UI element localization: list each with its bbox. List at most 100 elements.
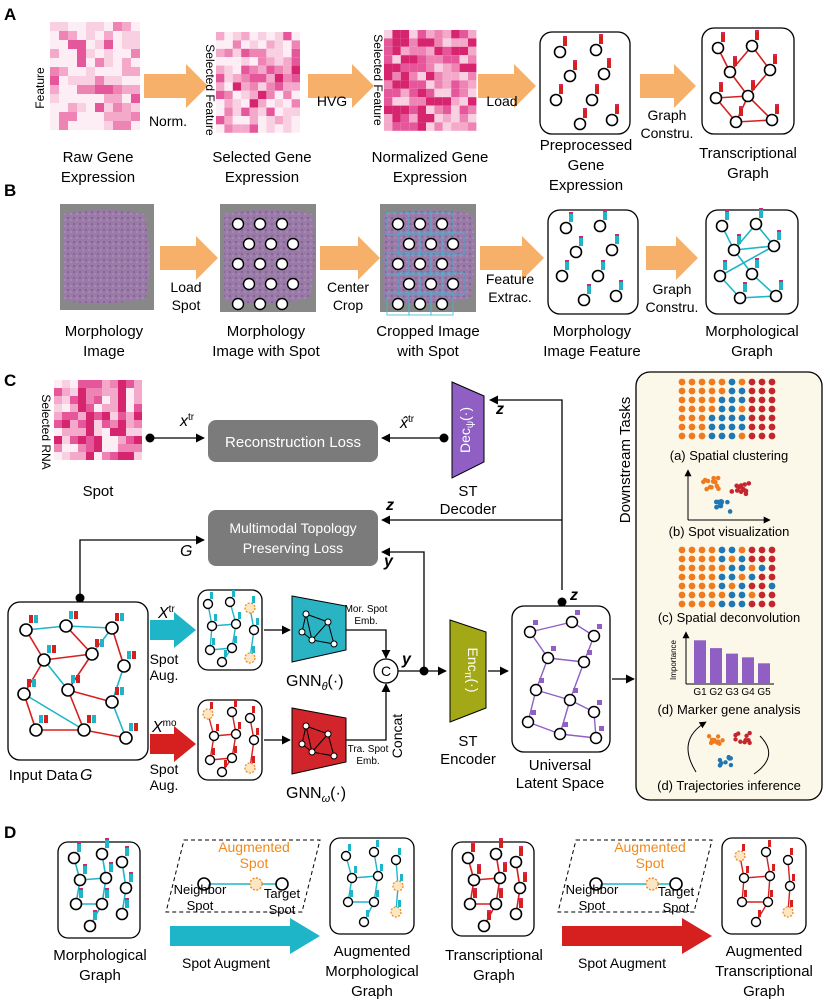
graph-construct-arrow-b <box>646 236 698 280</box>
feature-bar <box>777 232 781 240</box>
heat-cell <box>392 55 401 64</box>
heat-cell <box>134 396 142 404</box>
cluster-dot <box>758 600 766 608</box>
embedding-point <box>716 486 721 492</box>
cluster-dot <box>738 573 746 581</box>
spot-node <box>750 916 762 928</box>
heat-cell <box>274 107 284 116</box>
cluster-dot <box>748 546 756 554</box>
d-neighbor2-2: Spot <box>579 898 606 913</box>
cluster-dot <box>718 555 726 563</box>
heat-cell <box>50 103 59 112</box>
feature-bar <box>350 890 353 897</box>
heat-cell <box>86 112 95 121</box>
cluster-dot <box>738 423 746 431</box>
cluster-dot <box>698 564 706 572</box>
augmented-spot <box>244 652 256 664</box>
heat-cell <box>50 58 59 67</box>
heat-cell <box>442 105 452 114</box>
heat-cell <box>95 85 104 94</box>
heat-cell <box>118 380 126 388</box>
heat-cell <box>266 90 275 100</box>
cluster-dot <box>728 414 736 422</box>
concat-label: Concat <box>389 714 405 758</box>
heat-cell <box>258 32 267 41</box>
heat-cell <box>241 107 250 116</box>
d-aug-morph-1: Augmented <box>334 943 411 960</box>
heat-cell <box>86 420 94 428</box>
feature-bar-top <box>751 80 755 82</box>
xtr-dot <box>145 433 155 443</box>
spot-node <box>230 618 242 630</box>
gnn-theta-graph <box>298 610 338 648</box>
gnn-omega-graph <box>298 722 338 760</box>
feature-bar <box>256 728 259 735</box>
cluster-dot <box>688 573 696 581</box>
cluster-dot <box>678 423 686 431</box>
d-neighbor2-1: Neighbor <box>566 882 619 897</box>
heat-cell <box>283 48 292 58</box>
feature-bar <box>212 748 215 755</box>
heat-cell <box>459 122 468 131</box>
heat-cell <box>68 121 77 130</box>
gnn-edge <box>311 639 335 645</box>
heat-cell <box>451 55 460 64</box>
feature-bar <box>93 912 97 920</box>
heat-cell <box>434 72 443 81</box>
spot-node <box>589 43 603 57</box>
heat-cell <box>62 388 70 396</box>
heat-cell <box>216 90 225 100</box>
feature-bar <box>583 110 587 118</box>
heat-cell <box>77 58 86 67</box>
heat-cell <box>77 85 86 94</box>
spot-node <box>372 870 384 882</box>
feature-bar <box>768 840 771 847</box>
cluster-dot <box>748 396 756 404</box>
feature-bar <box>212 638 215 645</box>
load-spot-1: Load <box>170 279 201 295</box>
d-target-1: Target <box>264 886 301 901</box>
morph-feature-label-2: Image Feature <box>543 343 641 360</box>
cluster-dot <box>758 564 766 572</box>
heat-cell <box>426 114 435 123</box>
latent-node <box>523 625 537 639</box>
heat-cell <box>384 80 393 89</box>
cyan-edge <box>65 625 113 629</box>
heat-cell <box>224 90 233 100</box>
heat-cell <box>104 22 113 31</box>
d-spot-augment-arrow-1 <box>170 918 320 954</box>
z-dot <box>557 597 567 607</box>
raw-label-1: Raw Gene <box>63 149 134 166</box>
heat-cell <box>118 436 126 444</box>
red-edge <box>43 653 93 661</box>
g-dot <box>75 593 85 603</box>
feature-bar <box>751 82 755 90</box>
feature-bar-top <box>105 888 109 890</box>
transcriptional-graph <box>709 30 779 129</box>
latent-label-1: Universal <box>529 757 592 774</box>
heat-cell <box>122 67 131 76</box>
heat-cell <box>126 388 134 396</box>
morphological-graph <box>713 208 783 305</box>
heat-cell <box>54 380 62 388</box>
heat-cell <box>78 412 86 420</box>
feature-bar <box>69 611 73 619</box>
heat-cell <box>459 114 468 123</box>
embedding-point <box>718 498 724 504</box>
spot-node <box>563 69 577 83</box>
spot-node <box>585 93 599 107</box>
latent-feature <box>531 710 536 715</box>
gene-label: G2 <box>709 687 723 698</box>
embedding-point <box>715 475 721 481</box>
graph-construct-a-1: Graph <box>648 107 687 123</box>
heat-cell <box>59 121 68 130</box>
x-tr-big: Xtr <box>157 604 175 622</box>
spot-circle <box>391 217 405 231</box>
cluster-dot <box>758 396 766 404</box>
heat-cell <box>232 116 242 125</box>
spot-label: Spot <box>83 483 115 500</box>
heat-cell <box>249 124 258 133</box>
spot-node <box>119 731 133 745</box>
feature-bar-top <box>755 30 759 32</box>
cluster-dot <box>688 432 696 440</box>
